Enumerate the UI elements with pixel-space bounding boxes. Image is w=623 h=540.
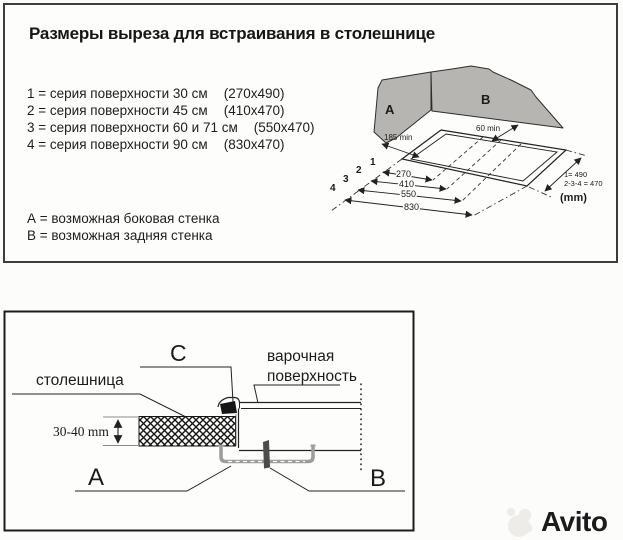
wall-b-label: B bbox=[481, 92, 490, 107]
series-index-1: 1 bbox=[370, 157, 376, 168]
legend-wall-a: А = возможная боковая стенка bbox=[27, 211, 220, 226]
series-label: 2 = серия поверхности 45 см bbox=[27, 103, 208, 118]
series-index-3: 3 bbox=[343, 174, 349, 185]
width-830-value: 830 bbox=[404, 202, 419, 212]
legend-wall-b: В = возможная задняя стенка bbox=[27, 228, 213, 243]
countertop-hatch bbox=[138, 416, 236, 447]
width-410-value: 410 bbox=[399, 179, 414, 189]
wall-legend: А = возможная боковая стенка В = возможн… bbox=[27, 210, 220, 244]
back-clearance-label: 60 min bbox=[476, 124, 500, 133]
units-label: (mm) bbox=[560, 192, 587, 204]
list-item: 3 = серия поверхности 60 и 71 см (550x470… bbox=[27, 119, 315, 136]
depth-series234-value: 2-3-4 = 470 bbox=[564, 179, 603, 188]
section-b-label: B bbox=[370, 465, 386, 492]
cutout-size: (550x470) bbox=[253, 120, 315, 135]
side-clearance-label: 185 min bbox=[384, 133, 412, 142]
watermark-brand-text: Avito bbox=[541, 506, 608, 537]
series-label: 1 = серия поверхности 30 см bbox=[27, 86, 208, 101]
wall-a-label: A bbox=[385, 102, 395, 117]
isometric-cutout-diagram: A B 270 410 550 830 1 2 3 4 185 min 60 m… bbox=[330, 65, 603, 218]
series-label: 3 = серия поверхности 60 и 71 см bbox=[27, 120, 238, 135]
countertop-label: столешница bbox=[36, 372, 124, 389]
thickness-value: 30-40 mm bbox=[53, 424, 109, 439]
hob-label-line1: варочная bbox=[267, 348, 334, 365]
avito-logo-icon bbox=[506, 507, 533, 537]
cutout-size: (270x490) bbox=[223, 86, 285, 101]
seal-c-label: C bbox=[170, 340, 187, 366]
seal-c-leader bbox=[140, 366, 234, 403]
depth-series1-value: 1= 490 bbox=[564, 170, 587, 179]
list-item: 4 = серия поверхности 90 см (830x470) bbox=[27, 136, 315, 153]
depth-dimension-arrow bbox=[544, 157, 582, 192]
series-size-list: 1 = серия поверхности 30 см (270x490) 2 =… bbox=[27, 85, 315, 153]
seal-shape bbox=[220, 401, 237, 414]
page-title: Размеры выреза для встраивания в столешн… bbox=[29, 24, 435, 43]
hob-rim bbox=[217, 396, 241, 408]
series-label: 4 = серия поверхности 90 см bbox=[27, 137, 208, 152]
hob-label-line2: поверхность bbox=[267, 368, 357, 385]
cutout-outline-outer bbox=[400, 129, 568, 187]
side-clearance-arrow bbox=[381, 142, 420, 159]
label-b-leader bbox=[269, 467, 405, 492]
countertop-leader bbox=[12, 393, 187, 418]
avito-watermark: Avito bbox=[506, 506, 608, 537]
width-270-value: 270 bbox=[396, 169, 411, 179]
section-a-label: A bbox=[88, 464, 104, 491]
hob-leader bbox=[253, 384, 340, 404]
width-guides bbox=[330, 136, 588, 217]
back-clearance-arrow bbox=[491, 124, 519, 142]
width-dimensions bbox=[344, 169, 473, 218]
series-index-4: 4 bbox=[330, 183, 336, 194]
cutout-size: (830x470) bbox=[223, 137, 285, 152]
width-550-value: 550 bbox=[401, 189, 416, 199]
cutout-outline-inner bbox=[409, 133, 559, 182]
label-a-leader bbox=[75, 465, 232, 492]
list-item: 2 = серия поверхности 45 см (410x470) bbox=[27, 102, 315, 119]
cutout-size: (410x470) bbox=[223, 103, 285, 118]
series-index-2: 2 bbox=[356, 165, 362, 176]
list-item: 1 = серия поверхности 30 см (270x490) bbox=[27, 85, 315, 102]
back-wall-b-shape bbox=[430, 65, 564, 129]
cross-section-diagram: C варочная поверхность столешница 30-40 … bbox=[3, 310, 415, 532]
clamp-screw bbox=[263, 440, 270, 469]
